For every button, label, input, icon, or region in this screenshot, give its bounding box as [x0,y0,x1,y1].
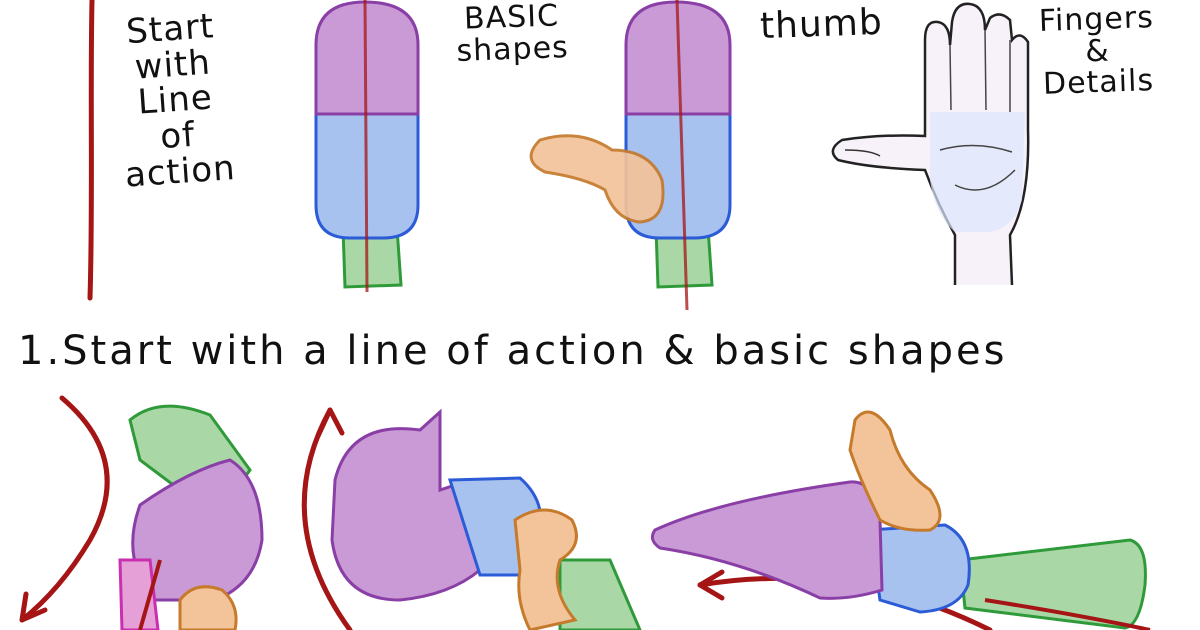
palm-upper-shape [650,480,884,600]
arrow-head [315,407,345,439]
label-fingers-details: Fingers & Details [1038,0,1156,102]
basic-shape-palm-2 [529,0,732,311]
finished-hand-drawing [831,2,1030,286]
thumb-shape [848,410,942,532]
pose-1 [19,395,264,630]
center-line [363,0,369,293]
arc-arrow [19,395,110,623]
label-line: Details [1042,63,1155,102]
palm-upper-shape [330,408,482,602]
line-of-action [984,598,1151,630]
arrow-head [19,591,48,623]
label-line: Fingers [1038,0,1155,40]
line-of-action [138,559,162,630]
thumb-shape [529,134,665,224]
forearm-shape [958,538,1147,630]
line-of-action-vertical [87,0,95,301]
palm-tint [930,112,1025,232]
center-line [675,0,689,311]
finger-creases [939,29,1016,191]
pose-3 [650,410,1151,630]
palm-lower-shape [868,523,971,614]
label-line: action [123,147,237,196]
label-start-with-line-of-action: Start with Line of action [114,6,237,196]
label-thumb: thumb [759,1,884,48]
label-basic-shapes: BASIC shapes [455,0,570,69]
thumb-detail [844,149,881,157]
thumb-shape [513,508,578,630]
finger-shape [118,558,160,630]
step-heading: 1.Start with a line of action & basic sh… [18,328,1008,374]
label-line: shapes [455,29,570,69]
basic-shape-palm-1 [314,0,420,293]
thumb-shape [178,585,238,630]
pose-2 [301,407,642,630]
arrow-head [697,569,725,601]
